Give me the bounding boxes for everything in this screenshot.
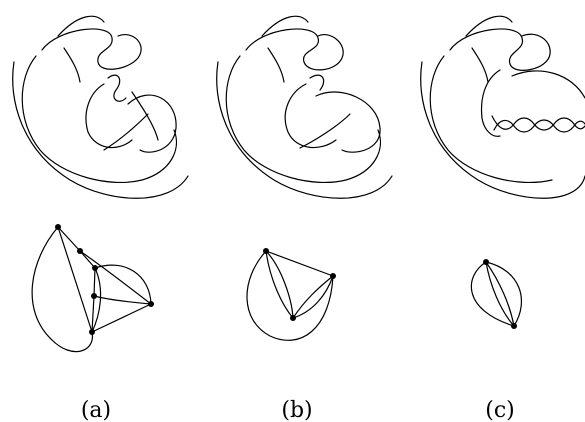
graph-a-vertex [77, 248, 83, 254]
graph-a-vertex [89, 329, 95, 335]
knot-diagram-b [216, 15, 393, 199]
graph-b-vertex [263, 248, 269, 254]
graph-a-vertex [91, 293, 97, 299]
caption-b: (b) [281, 398, 312, 422]
graph-a-vertex [92, 265, 98, 271]
graph-b-vertex [290, 315, 296, 321]
knot-diagram-c [420, 15, 585, 199]
graph-a-vertex [55, 224, 61, 230]
caption-a: (a) [81, 398, 111, 422]
graph-b-vertex [330, 273, 336, 279]
graph-c-vertex [483, 259, 489, 265]
graph-c [470, 259, 523, 329]
caption-c: (c) [485, 398, 515, 422]
graph-a [31, 224, 154, 353]
knot-diagram-a [12, 15, 189, 199]
graph-a-vertex [148, 301, 154, 307]
graph-b [246, 248, 336, 341]
graph-c-vertex [511, 323, 517, 329]
